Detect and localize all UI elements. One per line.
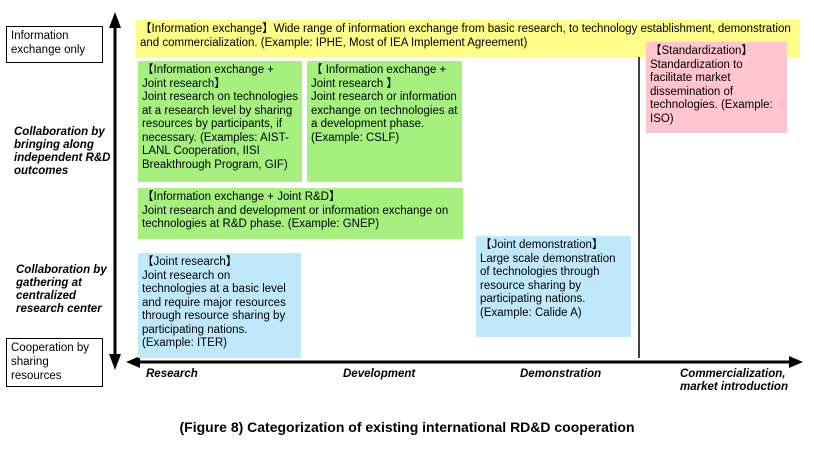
card-joint-research: 【Joint research】 Joint research on techn…: [138, 253, 301, 358]
x-label-demonstration: Demonstration: [520, 368, 602, 380]
card-joint-demonstration: 【Joint demonstration】 Large scale demons…: [476, 236, 631, 337]
card-info-joint-rd: 【Information exchange + Joint R&D】 Joint…: [138, 188, 463, 239]
card-body: Wide range of information exchange from …: [140, 23, 791, 49]
x-label-research: Research: [146, 368, 198, 380]
x-label-commercialization: Commercialization, market introduction: [680, 368, 800, 394]
card-title: 【Joint research】: [142, 256, 238, 268]
x-label-development: Development: [343, 368, 416, 380]
card-body: Joint research and development or inform…: [142, 204, 449, 231]
card-title: 【 Information exchange + Joint research …: [311, 64, 447, 90]
card-body: Joint research on technologies at a basi…: [142, 269, 286, 350]
y-axis-arrow-down: [109, 354, 121, 370]
y-label-top-text: Information exchange only: [11, 30, 86, 56]
card-title: 【Information exchange】: [140, 23, 274, 35]
x-label-commercialization-line2: market introduction: [680, 381, 788, 393]
x-label-commercialization-line1: Commercialization,: [680, 368, 786, 380]
card-title: 【Standardization】: [650, 45, 753, 57]
y-label-bottom-text: Cooperation by sharing resources: [11, 342, 89, 382]
card-info-joint-research-development: 【 Information exchange + Joint research …: [307, 61, 462, 182]
y-label-collab-independent: Collaboration by bringing along independ…: [14, 126, 111, 177]
y-label-information-exchange-only: Information exchange only: [6, 26, 103, 63]
card-body: Standardization to facilitate market dis…: [650, 58, 773, 125]
card-info-joint-research-research: 【Information exchange + Joint research】 …: [138, 61, 302, 182]
y-label-collab-centralized: Collaboration by gathering at centralize…: [16, 264, 107, 315]
card-body: Large scale demonstration of technologie…: [480, 252, 616, 319]
x-axis-arrow-right: [789, 356, 803, 368]
card-title: 【Information exchange + Joint research】: [142, 64, 275, 90]
card-title: 【Information exchange + Joint R&D】: [142, 191, 341, 203]
x-axis-arrow-left: [126, 356, 140, 368]
card-body: Joint research on technologies at a rese…: [142, 91, 298, 171]
figure-caption: (Figure 8) Categorization of existing in…: [179, 419, 635, 435]
card-body: Joint research or information exchange o…: [311, 91, 458, 144]
card-standardization: 【Standardization】 Standardization to fac…: [646, 42, 787, 133]
y-label-cooperation-sharing: Cooperation by sharing resources: [6, 338, 103, 387]
card-title: 【Joint demonstration】: [480, 239, 604, 251]
y-axis-arrow-up: [109, 12, 121, 28]
